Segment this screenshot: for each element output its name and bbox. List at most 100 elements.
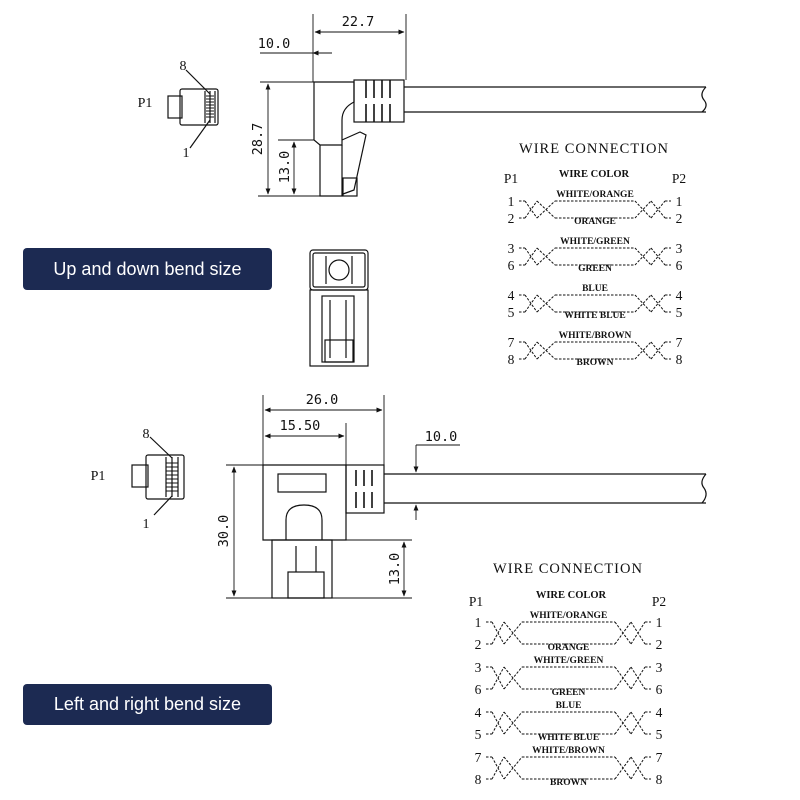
up-down-bend-title: Up and down bend size: [23, 248, 272, 290]
p1-pin-number: 2: [475, 637, 482, 652]
bottom-side-view: [262, 464, 707, 599]
bottom-dim-plug: 13.0: [387, 553, 403, 586]
p2-pin-number: 8: [656, 772, 663, 787]
p2-pin-number: 7: [656, 750, 663, 765]
twisted-pair-line: [486, 621, 651, 645]
bottom-dim-cable: 10.0: [425, 429, 458, 445]
p1-pin-number: 3: [475, 660, 482, 675]
wc2-p1-label: P1: [469, 594, 483, 609]
top-dim-offset: 10.0: [258, 36, 291, 52]
wire-color-label: BLUE: [556, 701, 582, 711]
wire-pair: 7 7 8 8 WHITE/BROWN BROWN: [475, 746, 663, 788]
p1-pin-number: 4: [508, 288, 515, 303]
wire-color-label: BROWN: [550, 778, 587, 788]
wire-color-label: ORANGE: [574, 217, 616, 227]
wire-color-label: WHITE/BROWN: [559, 331, 632, 341]
bottom-dim-width: 26.0: [306, 392, 339, 408]
p2-pin-number: 1: [676, 194, 683, 209]
twisted-pair-line: [519, 247, 671, 266]
twisted-pair-line: [486, 756, 651, 780]
wc1-rows: 1 1 2 2 WHITE/ORANGE ORANGE 3 3 6 6 WHITE/GREEN GRE…: [508, 190, 683, 368]
p2-pin-number: 5: [676, 305, 683, 320]
bottom-pin-1-label: 1: [143, 517, 150, 532]
bottom-dimensions: [226, 395, 460, 599]
p1-pin-number: 7: [508, 335, 515, 350]
wire-color-label: GREEN: [578, 264, 612, 274]
p2-pin-number: 3: [676, 241, 683, 256]
wire-pair: 4 4 5 5 BLUE WHITE BLUE: [475, 701, 663, 743]
top-pin-8-label: 8: [180, 59, 187, 74]
wire-pair: 1 1 2 2 WHITE/ORANGE ORANGE: [475, 611, 663, 653]
p2-pin-number: 5: [656, 727, 663, 742]
front-view: [309, 249, 369, 367]
wire-color-label: WHITE/GREEN: [560, 237, 630, 247]
twisted-pair-line: [519, 341, 671, 360]
p1-pin-number: 3: [508, 241, 515, 256]
p2-pin-number: 4: [676, 288, 683, 303]
twisted-pair-line: [486, 711, 651, 735]
p1-pin-number: 6: [508, 258, 515, 273]
wc1-p1-label: P1: [504, 171, 518, 186]
p1-pin-number: 7: [475, 750, 482, 765]
bottom-pin-8-label: 8: [143, 427, 150, 442]
top-pin-1-label: 1: [183, 146, 190, 161]
p1-pin-number: 8: [508, 352, 515, 367]
left-right-bend-title: Left and right bend size: [23, 684, 272, 725]
wire-color-label: BROWN: [577, 358, 614, 368]
bottom-section: [131, 395, 707, 599]
p1-pin-number: 4: [475, 705, 482, 720]
wc2-title: WIRE CONNECTION: [493, 561, 643, 577]
wc1-subtitle: WIRE COLOR: [559, 169, 630, 180]
p2-pin-number: 4: [656, 705, 663, 720]
wc2-subtitle: WIRE COLOR: [536, 590, 607, 601]
wc2-p2-label: P2: [652, 594, 666, 609]
bottom-dim-height: 30.0: [216, 515, 232, 548]
p1-pin-number: 1: [475, 615, 482, 630]
p2-pin-number: 7: [676, 335, 683, 350]
wire-color-label: WHITE/BROWN: [532, 746, 605, 756]
p2-pin-number: 6: [676, 258, 683, 273]
top-p1-label: P1: [138, 96, 153, 111]
wire-pair: 7 7 8 8 WHITE/BROWN BROWN: [508, 331, 683, 368]
wire-color-label: WHITE BLUE: [564, 311, 626, 321]
wc1-p2-label: P2: [672, 171, 686, 186]
twisted-pair-line: [486, 666, 651, 690]
p1-pin-number: 2: [508, 211, 515, 226]
wire-color-label: WHITE/ORANGE: [530, 611, 608, 621]
top-dim-width: 22.7: [342, 14, 375, 30]
twisted-pair-line: [519, 294, 671, 313]
bottom-dim-inner: 15.50: [280, 418, 321, 434]
wire-pair: 1 1 2 2 WHITE/ORANGE ORANGE: [508, 190, 683, 227]
bottom-p1-end-view: [131, 436, 185, 516]
twisted-pair-line: [519, 200, 671, 219]
top-section: [167, 14, 707, 197]
p1-pin-number: 5: [475, 727, 482, 742]
wire-color-label: ORANGE: [548, 643, 590, 653]
p2-pin-number: 1: [656, 615, 663, 630]
bottom-p1-label: P1: [91, 469, 106, 484]
p1-pin-number: 6: [475, 682, 482, 697]
wire-pair: 3 3 6 6 WHITE/GREEN GREEN: [508, 237, 683, 274]
p2-pin-number: 6: [656, 682, 663, 697]
wire-color-label: GREEN: [552, 688, 586, 698]
wire-color-label: WHITE/ORANGE: [556, 190, 634, 200]
top-dimensions: [258, 14, 407, 197]
p2-pin-number: 3: [656, 660, 663, 675]
wire-pair: 3 3 6 6 WHITE/GREEN GREEN: [475, 656, 663, 698]
p1-pin-number: 1: [508, 194, 515, 209]
wc1-title: WIRE CONNECTION: [519, 141, 669, 157]
top-p1-end-view: [167, 69, 219, 149]
wire-color-label: WHITE BLUE: [538, 733, 600, 743]
p1-pin-number: 8: [475, 772, 482, 787]
p2-pin-number: 2: [656, 637, 663, 652]
wire-color-label: WHITE/GREEN: [534, 656, 604, 666]
top-side-view: [313, 79, 707, 197]
top-dim-height: 28.7: [250, 123, 266, 156]
p2-pin-number: 2: [676, 211, 683, 226]
top-dim-plug: 13.0: [277, 151, 293, 184]
p2-pin-number: 8: [676, 352, 683, 367]
